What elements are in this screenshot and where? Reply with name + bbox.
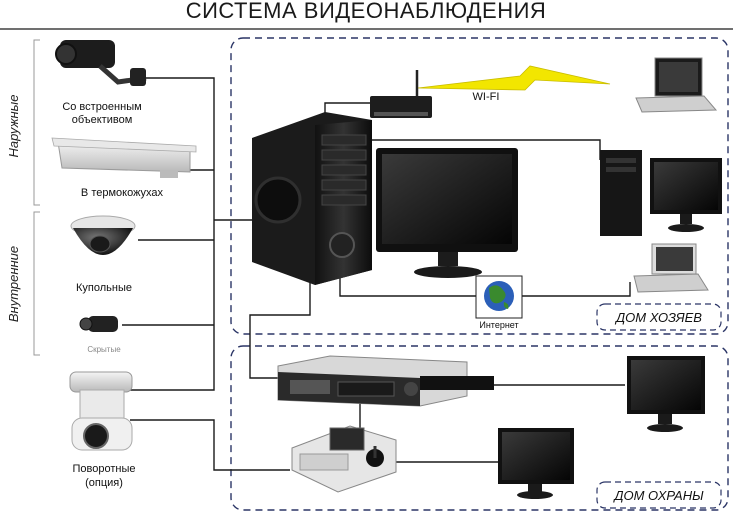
group-label-outdoor: Наружные [6, 95, 21, 158]
label-builtin-line1: Со встроенным [62, 101, 141, 113]
label-thermo: В термокожухах [81, 187, 164, 199]
owner-monitor-icon [650, 158, 722, 232]
camera-dome-icon [70, 215, 136, 255]
laptop-top-icon [635, 57, 718, 113]
camera-ptz-icon [69, 371, 133, 451]
wifi-bolt [417, 65, 611, 91]
indoor-bracket [33, 211, 40, 356]
outdoor-bracket [33, 39, 40, 206]
desktop-pc-icon [600, 150, 642, 236]
camera-thermo-housing-icon [51, 137, 197, 178]
label-ptz-line2: (опция) [85, 477, 123, 489]
wifi-router [370, 70, 432, 118]
internet-globe-icon [475, 275, 523, 319]
dvr-recorder-icon [277, 355, 494, 407]
zone-label-owners: ДОМ ХОЗЯЕВ [614, 310, 702, 325]
label-builtin-line2: объективом [72, 114, 133, 126]
security-monitor-upper-icon [627, 356, 705, 432]
page-title: СИСТЕМА ВИДЕОНАБЛЮДЕНИЯ [186, 0, 547, 23]
wiring [122, 77, 631, 471]
zone-security-house [230, 345, 729, 511]
label-ptz-line1: Поворотные [73, 463, 136, 475]
label-dome: Купольные [76, 282, 132, 294]
zone-label-security: ДОМ ОХРАНЫ [612, 488, 704, 503]
wifi-label: WI-FI [473, 91, 500, 103]
security-monitor-lower-icon [498, 428, 574, 499]
main-monitor-icon [376, 148, 518, 278]
zone-label-box-owners [596, 303, 722, 331]
group-label-indoor: Внутренние [6, 246, 21, 322]
ptz-controller-icon [291, 425, 397, 493]
server-tower-icon [252, 112, 372, 285]
label-hidden: Скрытые [87, 345, 121, 354]
zone-label-box-security [596, 481, 722, 509]
camera-bullet-icon [55, 40, 147, 86]
laptop-lower-icon [633, 243, 709, 293]
camera-hidden-icon [79, 316, 118, 332]
zone-owners-house [230, 37, 729, 335]
internet-label: Интернет [479, 320, 518, 330]
